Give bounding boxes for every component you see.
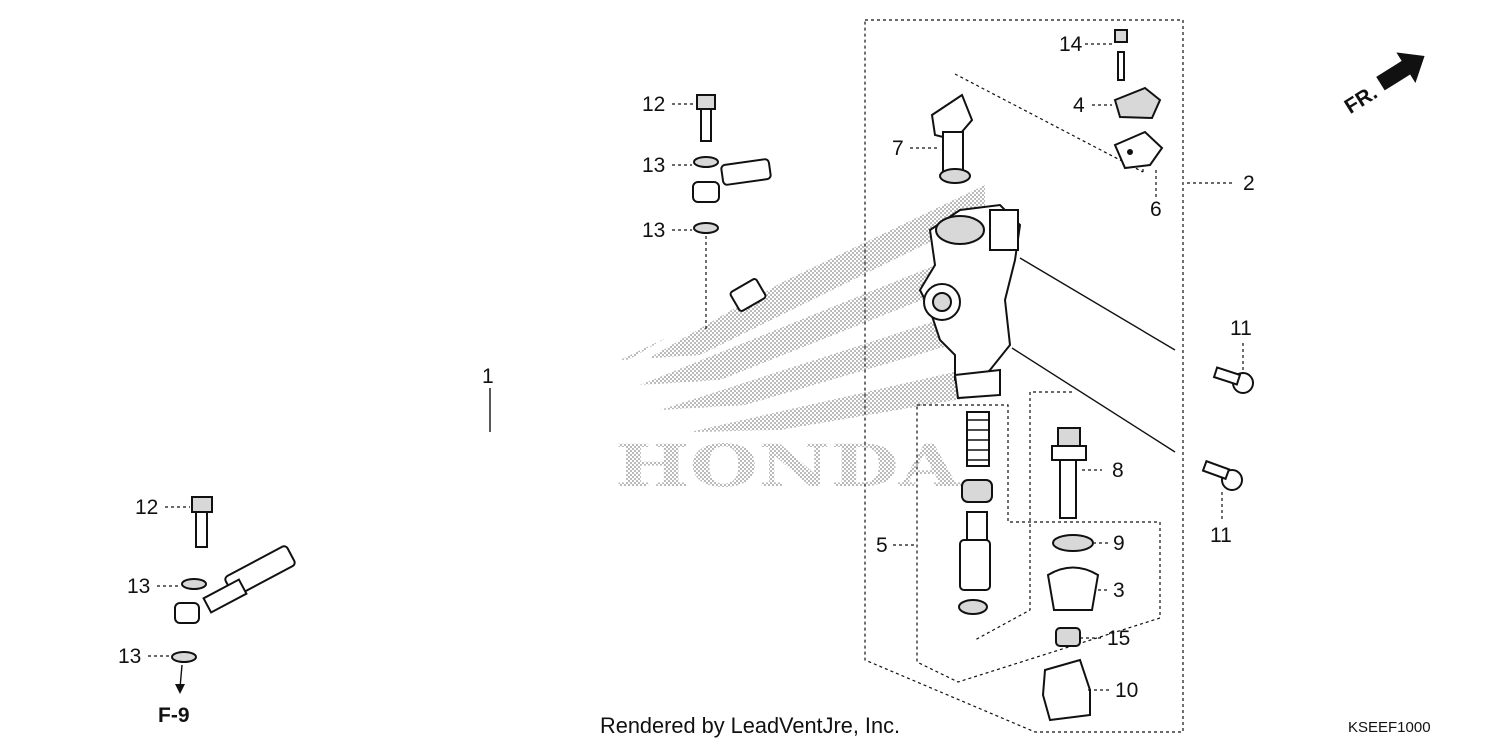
- brake-hose: [202, 158, 827, 614]
- reservoir-cap-parts: [1113, 29, 1164, 170]
- front-direction-arrow: FR.: [1341, 52, 1425, 119]
- callout-7: 7: [892, 137, 904, 160]
- callout-11-lower: 11: [1210, 524, 1232, 547]
- diagram-code: KSEEF1000: [1348, 719, 1431, 736]
- upper-banjo-bolt: [692, 94, 720, 330]
- honda-watermark-text: HONDA: [615, 432, 961, 500]
- mounting-bolts: [1011, 257, 1254, 491]
- callout-13-upper-b: 13: [642, 219, 665, 242]
- subassembly-5-frame: [916, 404, 1161, 683]
- master-cylinder-body: [918, 203, 1022, 400]
- callout-14: 14: [1059, 33, 1083, 56]
- callout-12-upper: 12: [642, 93, 665, 116]
- subassembly-8-frame: [974, 391, 1072, 641]
- callout-13-lower-b: 13: [118, 645, 141, 668]
- leader-lines: [148, 43, 1244, 691]
- callout-8: 8: [1112, 459, 1124, 482]
- callout-5: 5: [876, 534, 888, 557]
- subassembly-4-frame: [954, 73, 1144, 173]
- callout-3: 3: [1113, 579, 1125, 602]
- callout-13-lower-a: 13: [127, 575, 150, 598]
- lower-banjo-bolt: [171, 496, 213, 694]
- callout-10: 10: [1115, 679, 1138, 702]
- callout-13-upper-a: 13: [642, 154, 665, 177]
- callout-9: 9: [1113, 532, 1125, 555]
- front-arrow-label: FR.: [1341, 81, 1382, 118]
- callout-1: 1: [482, 365, 494, 388]
- callout-15: 15: [1107, 627, 1130, 650]
- reference-label: F-9: [158, 704, 190, 727]
- callout-2: 2: [1243, 172, 1255, 195]
- callout-4: 4: [1073, 94, 1085, 117]
- callout-11-upper: 11: [1230, 317, 1252, 340]
- callout-6: 6: [1150, 198, 1162, 221]
- render-credit: Rendered by LeadVentJre, Inc.: [600, 713, 900, 738]
- reservoir-joint: [930, 93, 974, 184]
- push-rod-parts: [1041, 427, 1100, 722]
- piston-set: [958, 411, 993, 615]
- callout-12-lower: 12: [135, 496, 158, 519]
- assembly-2-frame: [864, 19, 1184, 733]
